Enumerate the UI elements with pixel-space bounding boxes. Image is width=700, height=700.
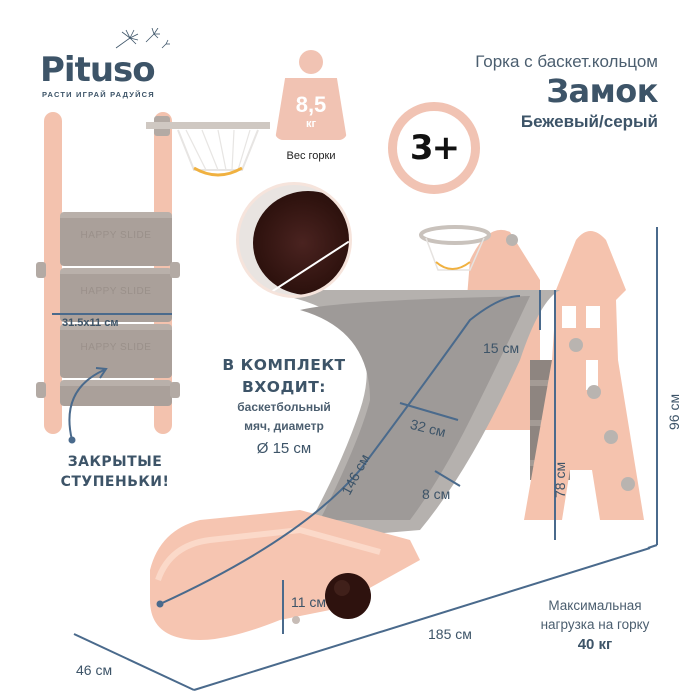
weight-value: 8,5 — [295, 92, 327, 117]
kit-description: баскетбольный мяч, диаметр — [200, 398, 368, 436]
dim-rim-width: 8 см — [422, 486, 451, 502]
ladder-rail-left — [44, 112, 62, 434]
ladder-knob — [170, 382, 180, 398]
kit-title-line-1: В КОМПЛЕКТ — [222, 356, 346, 374]
kit-title-line-2: ВХОДИТ: — [242, 378, 326, 396]
product-title: Замок — [546, 72, 658, 110]
ladder-knob — [170, 262, 180, 278]
ladder-step: HAPPY SLIDE — [60, 324, 172, 378]
brand-tagline: РАСТИ ИГРАЙ РАДУЙСЯ — [42, 90, 155, 99]
step-dimension-line — [52, 313, 172, 315]
step-engraving: HAPPY SLIDE — [80, 286, 152, 297]
dim-side-height: 15 см — [483, 340, 520, 356]
basketball-icon — [253, 191, 349, 295]
ladder-knob — [36, 262, 46, 278]
ladder-step — [60, 380, 172, 406]
kit-title: В КОМПЛЕКТ ВХОДИТ: — [200, 354, 368, 398]
brand-logo: Pituso РАСТИ ИГРАЙ РАДУЙСЯ — [40, 28, 170, 99]
weight-badge: 8,5 кг — [273, 50, 349, 142]
ball-diameter: Ø 15 см — [256, 440, 312, 457]
arrow-icon — [68, 367, 108, 444]
dim-end-height: 11 см — [291, 594, 327, 610]
basketball-hoop-icon — [146, 122, 270, 177]
closed-steps-feature: ЗАКРЫТЫЕ СТУПЕНЬКИ! — [40, 452, 190, 492]
dimension-lines — [73, 227, 658, 691]
dim-platform-height: 78 см — [552, 461, 568, 498]
weight-caption: Вес горки — [286, 150, 336, 162]
step-engraving: HAPPY SLIDE — [80, 230, 152, 241]
ladder-knob — [36, 382, 46, 398]
weight-unit: кг — [305, 118, 317, 130]
kit-desc-line-2: мяч, диаметр — [244, 419, 324, 433]
dim-total-height: 96 см — [666, 393, 682, 430]
max-load-label: Максимальная нагрузка на горку — [520, 596, 670, 634]
back-hoop-icon — [419, 225, 491, 271]
dim-total-width: 46 см — [76, 662, 113, 678]
kit-desc-line-1: баскетбольный — [237, 400, 331, 414]
product-subtitle: Горка с баскет.кольцом — [475, 52, 658, 71]
ladder-step: HAPPY SLIDE — [60, 212, 172, 266]
max-load-line-2: нагрузка на горку — [540, 617, 650, 632]
feature-line-2: СТУПЕНЬКИ! — [60, 474, 170, 490]
ball-detail-image — [236, 182, 352, 298]
step-dimension-label: 31.5x11 см — [62, 317, 119, 329]
dim-total-length: 185 см — [428, 626, 472, 642]
weight-icon-knob — [299, 50, 323, 74]
weight-icon — [275, 78, 347, 140]
age-badge: 3+ — [388, 102, 480, 194]
feature-line-1: ЗАКРЫТЫЕ — [67, 454, 163, 470]
step-engraving: HAPPY SLIDE — [80, 342, 152, 353]
age-label: 3+ — [409, 128, 460, 168]
product-color: Бежевый/серый — [520, 112, 658, 131]
small-ball-icon — [325, 573, 371, 619]
dandelion-icon — [115, 28, 170, 49]
brand-name: Pituso — [40, 50, 156, 90]
max-load-line-1: Максимальная — [548, 598, 642, 613]
max-load-value: 40 кг — [577, 636, 613, 653]
